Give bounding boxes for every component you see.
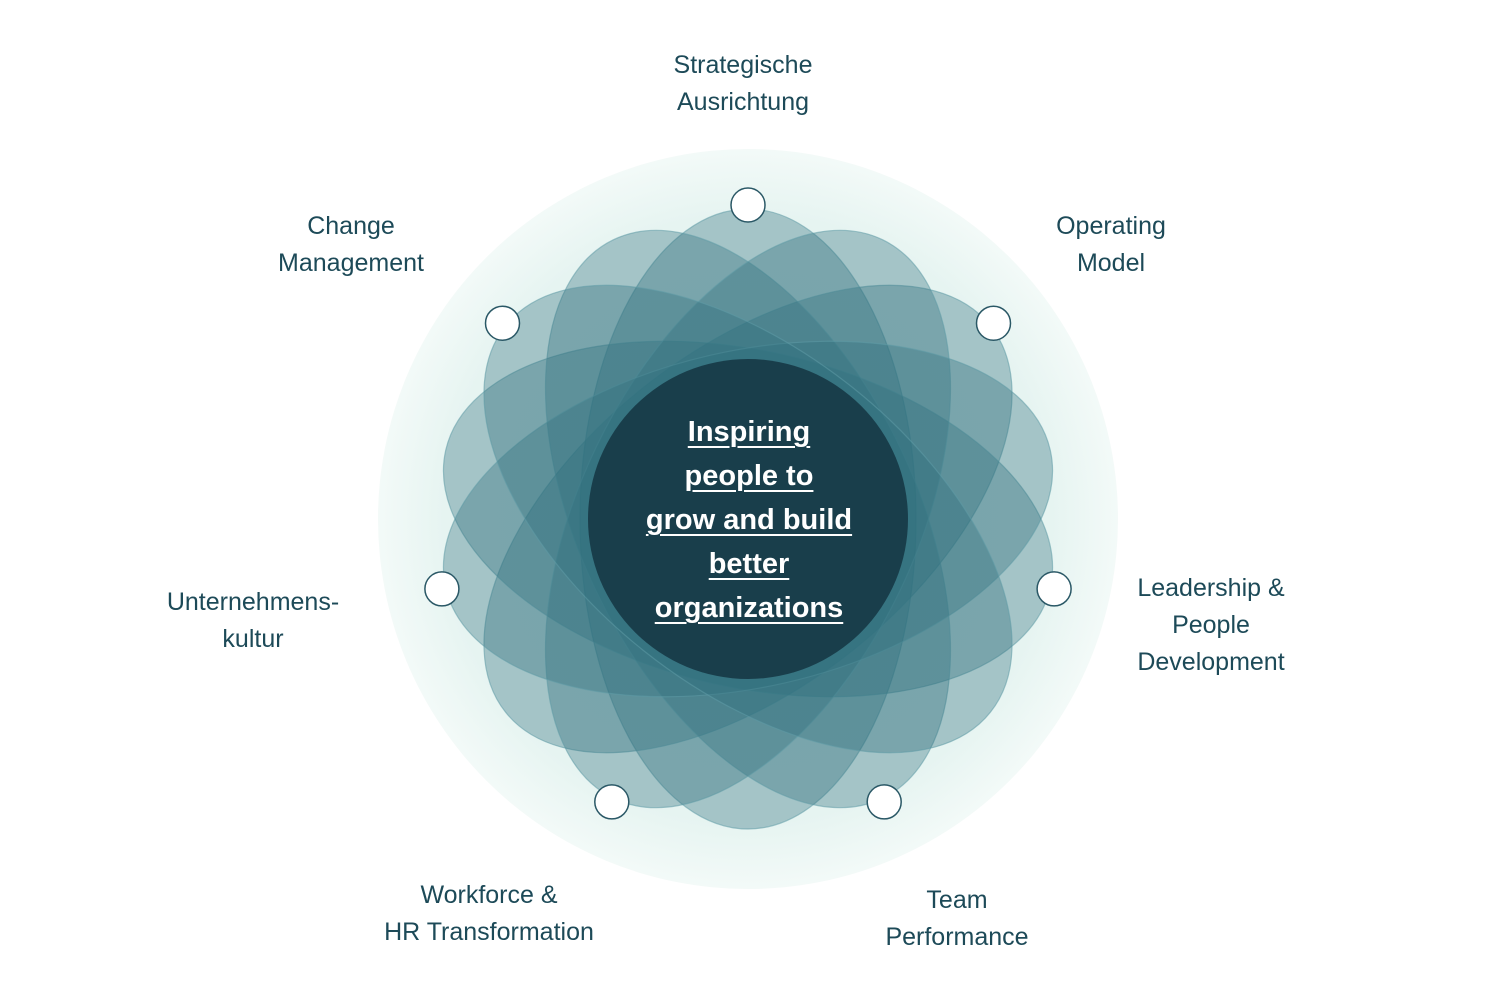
node-workforce-hr-transformation[interactable]	[594, 784, 630, 820]
label-line: Leadership &	[1137, 574, 1285, 602]
label-line: Model	[1076, 249, 1146, 277]
label-workforce-hr-transformation: Workforce & HR Transformation	[339, 877, 639, 951]
label-line: HR Transformation	[384, 918, 594, 946]
label-team-performance: Team Performance	[807, 882, 1107, 956]
node-team-performance[interactable]	[866, 784, 902, 820]
label-line: Strategische	[673, 51, 813, 79]
node-unternehmenskultur[interactable]	[424, 571, 460, 607]
label-line: Ausrichtung	[676, 88, 810, 116]
label-operating-model: Operating Model	[961, 208, 1261, 282]
label-unternehmenskultur: Unternehmens- kultur	[103, 584, 403, 658]
nodes-group	[424, 187, 1072, 820]
label-line: Team	[926, 886, 988, 914]
center-line: better	[708, 548, 790, 580]
center-line: organizations	[654, 592, 844, 624]
label-line: Operating	[1056, 212, 1166, 240]
node-operating-model[interactable]	[975, 305, 1012, 341]
center-line: people to	[684, 460, 814, 492]
node-leadership-people-development[interactable]	[1036, 571, 1072, 607]
label-line: Performance	[885, 923, 1029, 951]
label-change-management: Change Management	[201, 208, 501, 282]
label-line: kultur	[222, 625, 284, 653]
label-line: Workforce &	[420, 881, 558, 909]
label-line: Unternehmens-	[166, 588, 340, 616]
label-strategische-ausrichtung: Strategische Ausrichtung	[593, 47, 893, 121]
center-statement[interactable]: Inspiring people to grow and build bette…	[594, 410, 904, 630]
center-line: grow and build	[645, 504, 853, 536]
node-strategische-ausrichtung[interactable]	[730, 187, 766, 223]
label-line: Development	[1137, 648, 1285, 676]
core-circle	[588, 359, 908, 679]
label-line: Management	[278, 249, 424, 277]
center-line: Inspiring	[687, 416, 811, 448]
label-line: People	[1172, 611, 1250, 639]
node-change-management[interactable]	[484, 305, 521, 341]
label-line: Change	[307, 212, 395, 240]
label-leadership-people-development: Leadership & People Development	[1061, 570, 1361, 681]
